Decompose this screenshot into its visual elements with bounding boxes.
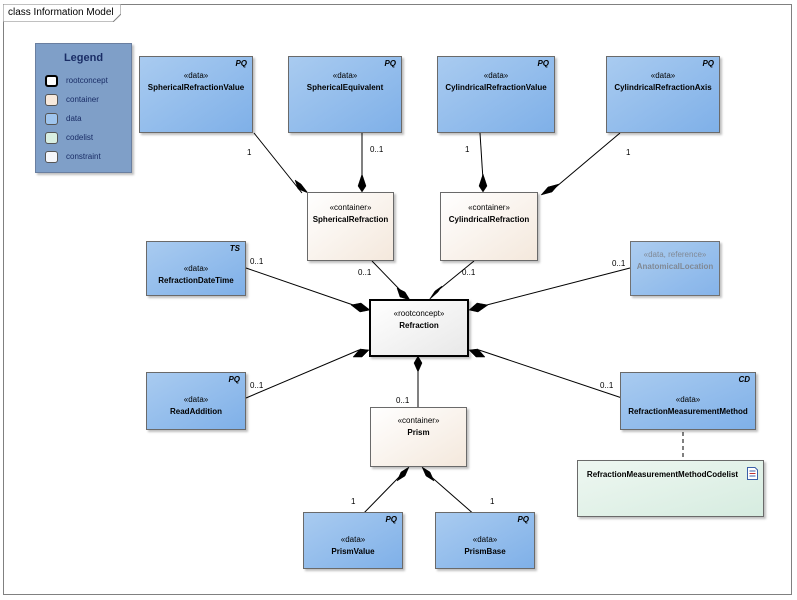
legend-swatch [45, 132, 58, 144]
legend-label: data [66, 114, 82, 123]
diagram-title: class Information Model [8, 7, 114, 18]
diamond-root-prism [413, 355, 423, 373]
type-tag: PQ [702, 59, 714, 68]
class-spherical-refraction[interactable]: «container» SphericalRefraction [307, 192, 394, 261]
type-tag: PQ [517, 515, 529, 524]
class-refraction-measurement-method[interactable]: CD «data» RefractionMeasurementMethod [620, 372, 756, 430]
legend-swatch [45, 94, 58, 106]
type-tag: PQ [228, 375, 240, 384]
diamond-root-ra [352, 348, 370, 358]
class-prism[interactable]: «container» Prism [370, 407, 467, 467]
diamond-root-cr [428, 285, 443, 301]
type-tag: TS [229, 244, 240, 253]
multiplicity-label: 0..1 [462, 268, 476, 277]
diamond-sr-se [357, 173, 367, 193]
multiplicity-label: 1 [490, 497, 495, 506]
stereotype: «data» [183, 71, 209, 80]
diagram-frame [3, 4, 792, 595]
stereotype: «data» [340, 535, 366, 544]
stereotype: «data» [183, 395, 209, 404]
type-tag: PQ [537, 59, 549, 68]
legend-label: container [66, 95, 99, 104]
codelist-icon [747, 467, 758, 480]
class-name: RefractionMeasurementMethodCodelist [586, 470, 739, 479]
class-name: PrismValue [331, 547, 375, 556]
type-tag: PQ [384, 59, 396, 68]
stereotype: «data» [472, 535, 498, 544]
diamond-root-rmm [468, 348, 486, 358]
stereotype: «rootconcept» [393, 309, 445, 318]
class-name: RefractionMeasurementMethod [628, 407, 748, 416]
stereotype: «data» [483, 71, 509, 80]
legend-label: rootconcept [66, 76, 108, 85]
diamond-cr-cra [540, 183, 560, 196]
stereotype: «container» [397, 416, 440, 425]
diamond-cr-crv [478, 173, 488, 193]
class-name: CylindricalRefraction [448, 215, 530, 224]
multiplicity-label: 0..1 [396, 396, 410, 405]
type-tag: CD [738, 375, 750, 384]
type-tag: PQ [385, 515, 397, 524]
diamond-prism-pv [396, 466, 410, 482]
multiplicity-label: 0..1 [250, 381, 264, 390]
multiplicity-label: 0..1 [612, 259, 626, 268]
class-refraction-date-time[interactable]: TS «data» RefractionDateTime [146, 241, 246, 296]
diamond-sr-srv [294, 179, 309, 194]
multiplicity-label: 1 [247, 148, 252, 157]
class-anatomical-location[interactable]: «data, reference» AnatomicalLocation [630, 241, 720, 296]
class-cylindrical-refraction-value[interactable]: PQ «data» CylindricalRefractionValue [437, 56, 555, 133]
class-cylindrical-refraction[interactable]: «container» CylindricalRefraction [440, 192, 538, 261]
multiplicity-label: 1 [351, 497, 356, 506]
stereotype: «data» [183, 264, 209, 273]
class-name: ReadAddition [170, 407, 222, 416]
multiplicity-label: 0..1 [600, 381, 614, 390]
legend-swatch [45, 75, 58, 87]
stereotype: «data, reference» [643, 250, 707, 259]
class-spherical-equivalent[interactable]: PQ «data» SphericalEquivalent [288, 56, 402, 133]
legend-swatch [45, 151, 58, 163]
class-prism-value[interactable]: PQ «data» PrismValue [303, 512, 403, 569]
diamond-prism-pb [421, 466, 435, 482]
class-name: CylindricalRefractionAxis [614, 83, 712, 92]
class-name: PrismBase [464, 547, 506, 556]
stereotype: «data» [675, 395, 701, 404]
class-name: Refraction [399, 321, 439, 330]
legend-label: codelist [66, 133, 94, 142]
connector-srv-to-sr [253, 132, 303, 194]
class-name: SphericalRefraction [312, 215, 389, 224]
stereotype: «data» [332, 71, 358, 80]
stereotype: «container» [468, 203, 510, 212]
class-name: RefractionDateTime [158, 276, 234, 285]
multiplicity-label: 1 [626, 148, 631, 157]
legend-title: Legend [63, 52, 104, 64]
multiplicity-label: 0..1 [358, 268, 372, 277]
class-name: SphericalEquivalent [306, 83, 384, 92]
class-name: CylindricalRefractionValue [445, 83, 547, 92]
class-name: Prism [407, 428, 430, 437]
class-name: SphericalRefractionValue [147, 83, 245, 92]
class-refraction-root[interactable]: «rootconcept» Refraction [369, 299, 469, 357]
multiplicity-label: 0..1 [370, 145, 384, 154]
type-tag: PQ [235, 59, 247, 68]
class-read-addition[interactable]: PQ «data» ReadAddition [146, 372, 246, 430]
stereotype: «data» [650, 71, 676, 80]
legend-swatch [45, 113, 58, 125]
multiplicity-label: 1 [465, 145, 470, 154]
diamond-root-rdt [350, 302, 371, 313]
legend: Legend rootconcept container data codeli… [35, 43, 132, 173]
class-name: AnatomicalLocation [636, 262, 714, 271]
multiplicity-label: 0..1 [250, 257, 264, 266]
legend-label: constraint [66, 152, 101, 161]
codelist-refraction-measurement-method[interactable]: RefractionMeasurementMethodCodelist [577, 460, 764, 517]
diamond-root-al [468, 302, 489, 313]
frame-title-tab [3, 4, 121, 22]
class-spherical-refraction-value[interactable]: PQ «data» SphericalRefractionValue [139, 56, 253, 133]
diamond-root-sr [396, 287, 411, 301]
stereotype: «container» [329, 203, 372, 212]
class-prism-base[interactable]: PQ «data» PrismBase [435, 512, 535, 569]
class-cylindrical-refraction-axis[interactable]: PQ «data» CylindricalRefractionAxis [606, 56, 720, 133]
